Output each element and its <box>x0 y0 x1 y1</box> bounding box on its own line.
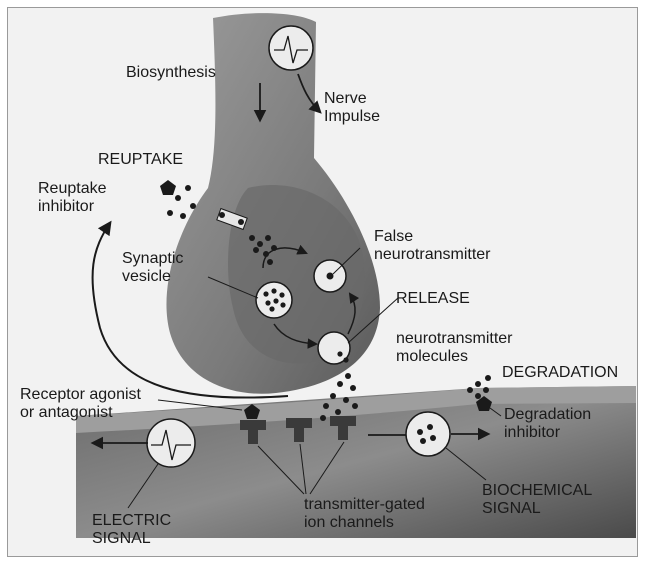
biochemical-signal-icon <box>406 412 450 456</box>
nerve-impulse-icon <box>269 26 313 70</box>
degradation-inhibitor-label: Degradation inhibitor <box>504 406 591 442</box>
release-vesicle <box>318 332 350 364</box>
biosynthesis-label: Biosynthesis <box>126 64 216 82</box>
receptor-agonist-label: Receptor agonist or antagonist <box>20 386 141 422</box>
biochemical-signal-label: BIOCHEMICAL SIGNAL <box>482 482 592 518</box>
degradation-label: DEGRADATION <box>502 364 618 382</box>
figure-frame: Biosynthesis Nerve Impulse REUPTAKE Reup… <box>7 7 638 557</box>
reuptake-inhibitor-shape <box>160 180 176 195</box>
electric-signal-icon <box>147 419 195 467</box>
electric-signal-label: ELECTRIC SIGNAL <box>92 512 171 548</box>
neurotransmitter-molecules-label: neurotransmitter molecules <box>396 330 513 366</box>
reuptake-inhibitor-label: Reuptake inhibitor <box>38 180 107 216</box>
release-label: RELEASE <box>396 290 470 308</box>
nerve-impulse-label: Nerve Impulse <box>324 90 380 126</box>
transmitter-gated-ion-channels-label: transmitter-gated ion channels <box>304 496 425 532</box>
false-neurotransmitter-vesicle <box>314 260 346 292</box>
synaptic-vesicle <box>256 282 292 318</box>
synapse-diagram <box>8 8 638 557</box>
synaptic-vesicle-label: Synaptic vesicle <box>122 250 183 286</box>
false-neurotransmitter-label: False neurotransmitter <box>374 228 491 264</box>
reuptake-label: REUPTAKE <box>98 151 183 169</box>
